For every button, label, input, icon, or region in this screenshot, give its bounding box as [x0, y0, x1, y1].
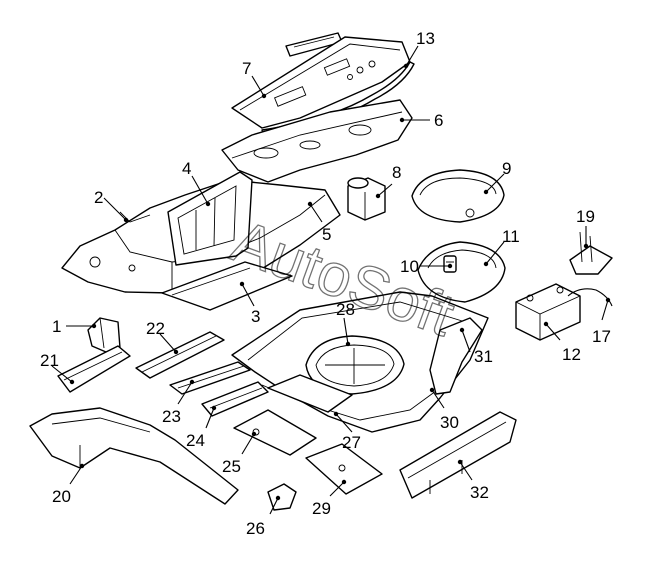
callout-6: 6	[399, 111, 443, 130]
callout-label: 29	[312, 499, 331, 518]
part-31-side-member	[429, 317, 483, 395]
callout-label: 26	[246, 519, 265, 538]
callout-label: 8	[392, 163, 401, 182]
callout-21: 21	[40, 351, 75, 385]
callout-label: 30	[440, 413, 459, 432]
callout-label: 32	[470, 483, 489, 502]
callout-32: 32	[457, 459, 489, 502]
callout-25: 25	[222, 431, 257, 476]
callout-label: 28	[336, 300, 355, 319]
part-4-cross-member	[167, 171, 253, 266]
callout-label: 25	[222, 457, 241, 476]
callout-4: 4	[182, 159, 211, 207]
part-29-reinforcement-plate	[305, 443, 383, 495]
callout-20: 20	[52, 463, 85, 506]
callout-label: 9	[502, 159, 511, 178]
callout-7: 7	[242, 59, 267, 99]
part-24-stiffener	[201, 381, 269, 417]
callout-label: 23	[162, 407, 181, 426]
callout-30: 30	[429, 387, 459, 432]
callout-label: 12	[562, 345, 581, 364]
callout-label: 19	[576, 207, 595, 226]
callout-19: 19	[576, 207, 595, 249]
part-11-spare-wheel-well	[417, 241, 506, 303]
part-6-rear-panel	[221, 99, 413, 183]
callout-label: 6	[434, 111, 443, 130]
callout-8: 8	[375, 163, 401, 199]
callout-26: 26	[246, 495, 281, 538]
part-9-spare-wheel-cover	[411, 169, 505, 223]
callout-5: 5	[307, 201, 331, 244]
callout-label: 5	[322, 225, 331, 244]
part-8-canister	[347, 177, 386, 221]
callout-label: 20	[52, 487, 71, 506]
callout-9: 9	[483, 159, 511, 195]
callout-label: 22	[146, 319, 165, 338]
callout-12: 12	[543, 321, 581, 364]
callout-label: 11	[502, 227, 520, 246]
part-25-floor-plate	[233, 409, 317, 456]
callout-27: 27	[333, 411, 361, 452]
part-12-battery	[515, 283, 581, 341]
callout-31: 31	[459, 327, 493, 366]
callout-label: 1	[52, 317, 61, 336]
callout-label: 10	[400, 257, 419, 276]
callout-label: 4	[182, 159, 191, 178]
part-21-side-rail	[57, 345, 131, 393]
callout-11: 11	[483, 227, 520, 267]
callout-label: 3	[251, 307, 260, 326]
callout-label: 21	[40, 351, 59, 370]
callout-23: 23	[162, 379, 195, 426]
callout-label: 7	[242, 59, 251, 78]
callout-13: 13	[403, 29, 435, 69]
callout-2: 2	[94, 188, 129, 223]
callout-28: 28	[336, 300, 355, 347]
callout-17: 17	[592, 297, 611, 346]
callout-label: 2	[94, 188, 103, 207]
part-28-spare-tire-well	[305, 335, 405, 395]
callout-22: 22	[146, 319, 179, 355]
callout-10: 10	[400, 257, 453, 276]
callout-29: 29	[312, 479, 347, 518]
callout-24: 24	[186, 405, 217, 450]
callout-label: 13	[416, 29, 435, 48]
callout-label: 31	[474, 347, 493, 366]
part-7-rear-parcel-shelf	[231, 36, 411, 129]
part-19-bracket-clip	[569, 231, 613, 275]
callout-label: 24	[186, 431, 205, 450]
callout-label: 17	[592, 327, 611, 346]
callout-3: 3	[239, 281, 260, 326]
part-20-longitudinal-member	[29, 407, 239, 505]
part-22-cross-rail	[135, 331, 225, 379]
part-26-clip	[267, 483, 297, 511]
callout-label: 27	[342, 433, 361, 452]
callout-1: 1	[52, 317, 97, 336]
part-32-rear-skirt	[399, 411, 517, 499]
part-27-rear-floor-section	[267, 374, 353, 413]
